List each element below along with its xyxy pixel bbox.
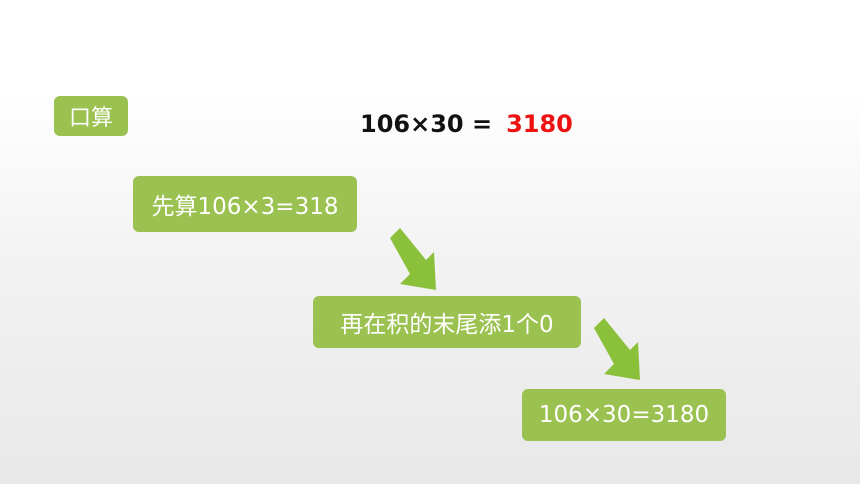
oral-calculation-tag: 口算 — [54, 96, 128, 136]
equation-answer: 3180 — [506, 110, 573, 138]
step-1-box: 先算106×3=318 — [133, 176, 357, 232]
step-1-label: 先算106×3=318 — [151, 194, 339, 220]
arrow-down-right-icon — [594, 318, 640, 380]
step-2-box: 再在积的末尾添1个0 — [313, 296, 581, 348]
equation: 106×30 = 3180 — [360, 108, 573, 140]
step-2-label: 再在积的末尾添1个0 — [340, 312, 554, 338]
step-3-box: 106×30=3180 — [522, 389, 726, 441]
step-3-label: 106×30=3180 — [538, 402, 710, 428]
equation-expression: 106×30 = — [360, 110, 493, 138]
arrow-down-right-icon — [390, 228, 436, 290]
oral-calculation-label: 口算 — [68, 106, 113, 131]
